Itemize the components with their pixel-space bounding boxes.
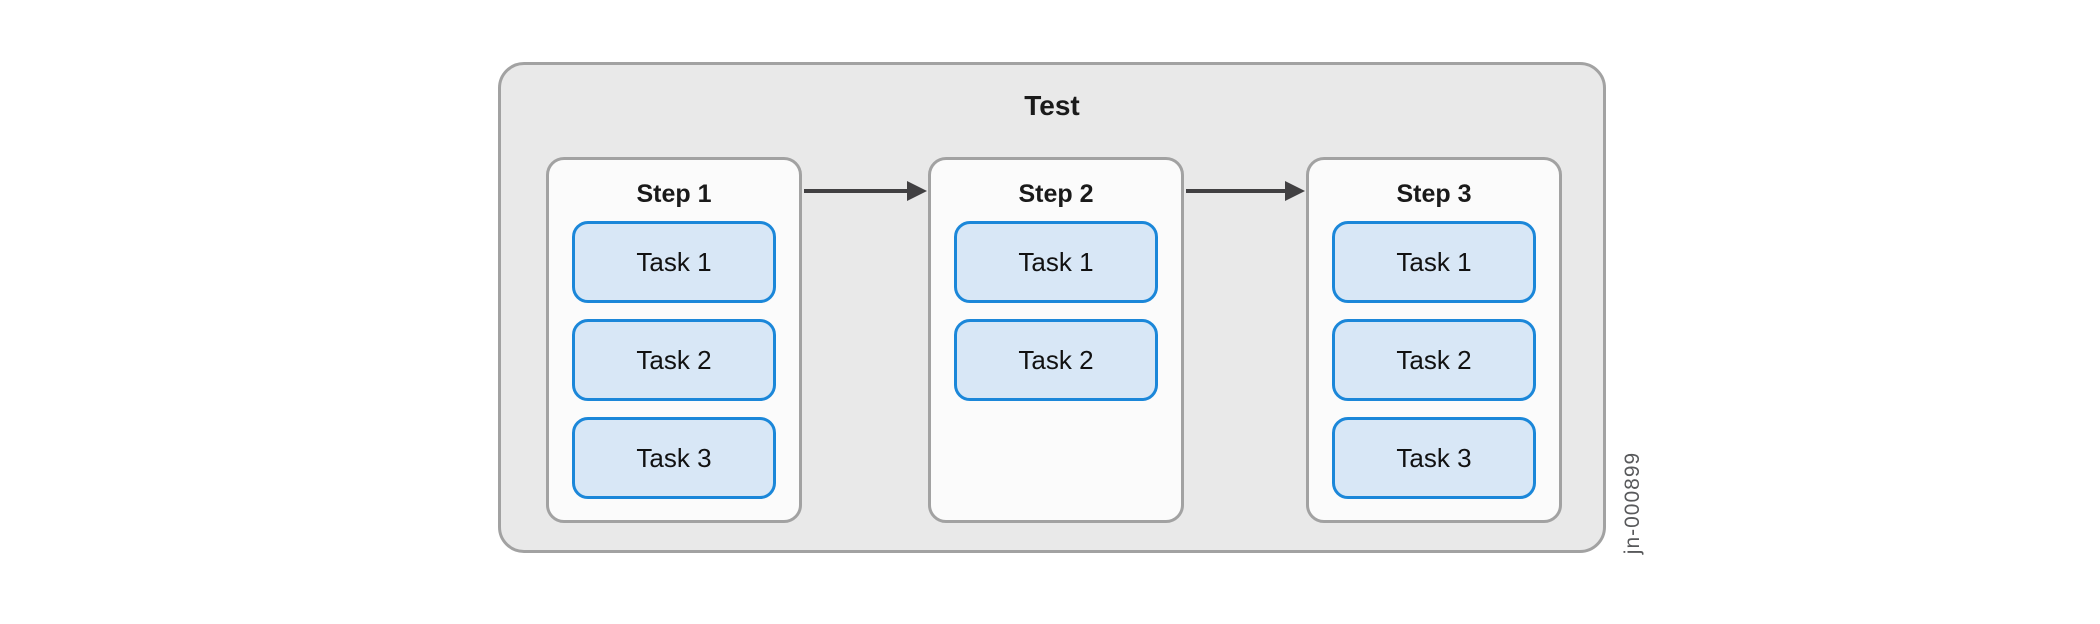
- figure-id-label: jn-000899: [1621, 451, 1644, 555]
- step-1-task-3-label: Task 3: [636, 442, 712, 473]
- step-3-task-2-label: Task 2: [1396, 344, 1472, 375]
- step-2-task-1-box: Task 1: [954, 221, 1158, 303]
- step-3-task-3-box: Task 3: [1332, 417, 1536, 499]
- diagram-title: Test: [1024, 90, 1080, 121]
- step-1-task-2-box: Task 2: [572, 319, 776, 401]
- step-3-label: Step 3: [1396, 180, 1472, 208]
- step-1-task-1-box: Task 1: [572, 221, 776, 303]
- step-3-box: Step 3 Task 1 Task 2 Task 3: [1306, 157, 1562, 523]
- arrow-right-icon: [804, 181, 927, 201]
- step-3-task-1-box: Task 1: [1332, 221, 1536, 303]
- step-2-task-2-label: Task 2: [1018, 344, 1094, 375]
- step-3-task-3-label: Task 3: [1396, 442, 1472, 473]
- step-2-label: Step 2: [1018, 180, 1094, 208]
- step-3-task-1-label: Task 1: [1396, 246, 1472, 277]
- step-1-task-1-label: Task 1: [636, 246, 712, 277]
- test-container-box: Test Step 1 Task 1 Task 2 Task 3 Step 2 …: [498, 62, 1606, 553]
- step-1-label: Step 1: [636, 180, 712, 208]
- step-1-task-2-label: Task 2: [636, 344, 712, 375]
- step-2-task-1-label: Task 1: [1018, 246, 1094, 277]
- step-3-task-2-box: Task 2: [1332, 319, 1536, 401]
- step-1-box: Step 1 Task 1 Task 2 Task 3: [546, 157, 802, 523]
- arrow-right-icon: [1186, 181, 1305, 201]
- step-2-task-2-box: Task 2: [954, 319, 1158, 401]
- step-1-task-3-box: Task 3: [572, 417, 776, 499]
- step-2-box: Step 2 Task 1 Task 2: [928, 157, 1184, 523]
